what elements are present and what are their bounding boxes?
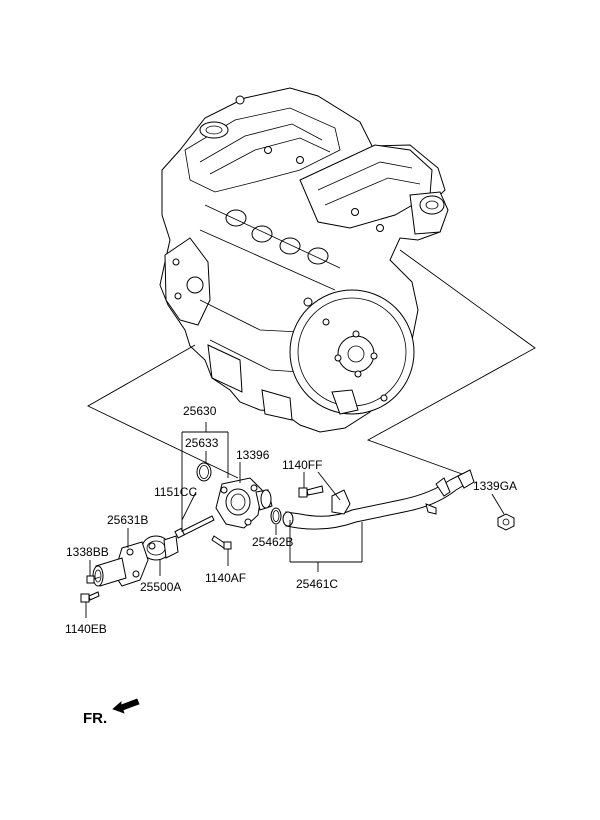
parts-group bbox=[80, 462, 515, 603]
label-1140EB: 1140EB bbox=[65, 622, 107, 636]
front-label: FR. bbox=[83, 710, 107, 727]
bolt-1140FF bbox=[298, 485, 324, 498]
label-25462B: 25462B bbox=[252, 535, 293, 549]
thermostat-25500A bbox=[141, 535, 179, 561]
label-25630: 25630 bbox=[183, 404, 217, 418]
bolt-1140EB bbox=[80, 591, 100, 603]
inlet-fitting-25631B bbox=[92, 541, 149, 587]
front-arrow-icon bbox=[112, 698, 140, 714]
part-labels: 25630 25633 13396 1140FF 1339GA 1151CC 2… bbox=[65, 404, 517, 636]
engine-block bbox=[159, 87, 449, 433]
label-1339GA: 1339GA bbox=[473, 479, 517, 493]
water-pipe-25461C bbox=[282, 469, 475, 530]
label-1140AF: 1140AF bbox=[205, 571, 246, 585]
nut-1339GA bbox=[497, 513, 515, 531]
label-25631B: 25631B bbox=[107, 513, 148, 527]
thermostat-housing-25630 bbox=[215, 477, 273, 529]
label-25633: 25633 bbox=[185, 436, 219, 450]
label-1151CC: 1151CC bbox=[154, 485, 197, 499]
bolt-1338BB bbox=[86, 575, 101, 584]
label-13396: 13396 bbox=[236, 448, 270, 462]
leader-lines bbox=[85, 249, 536, 618]
label-1140FF: 1140FF bbox=[282, 458, 322, 472]
bolt-1151CC bbox=[174, 515, 215, 539]
bolt-1140AF bbox=[211, 535, 232, 550]
label-25461C: 25461C bbox=[296, 577, 338, 591]
label-25500A: 25500A bbox=[140, 580, 181, 594]
label-1338BB: 1338BB bbox=[66, 545, 109, 559]
front-direction-marker: FR. bbox=[83, 698, 140, 727]
